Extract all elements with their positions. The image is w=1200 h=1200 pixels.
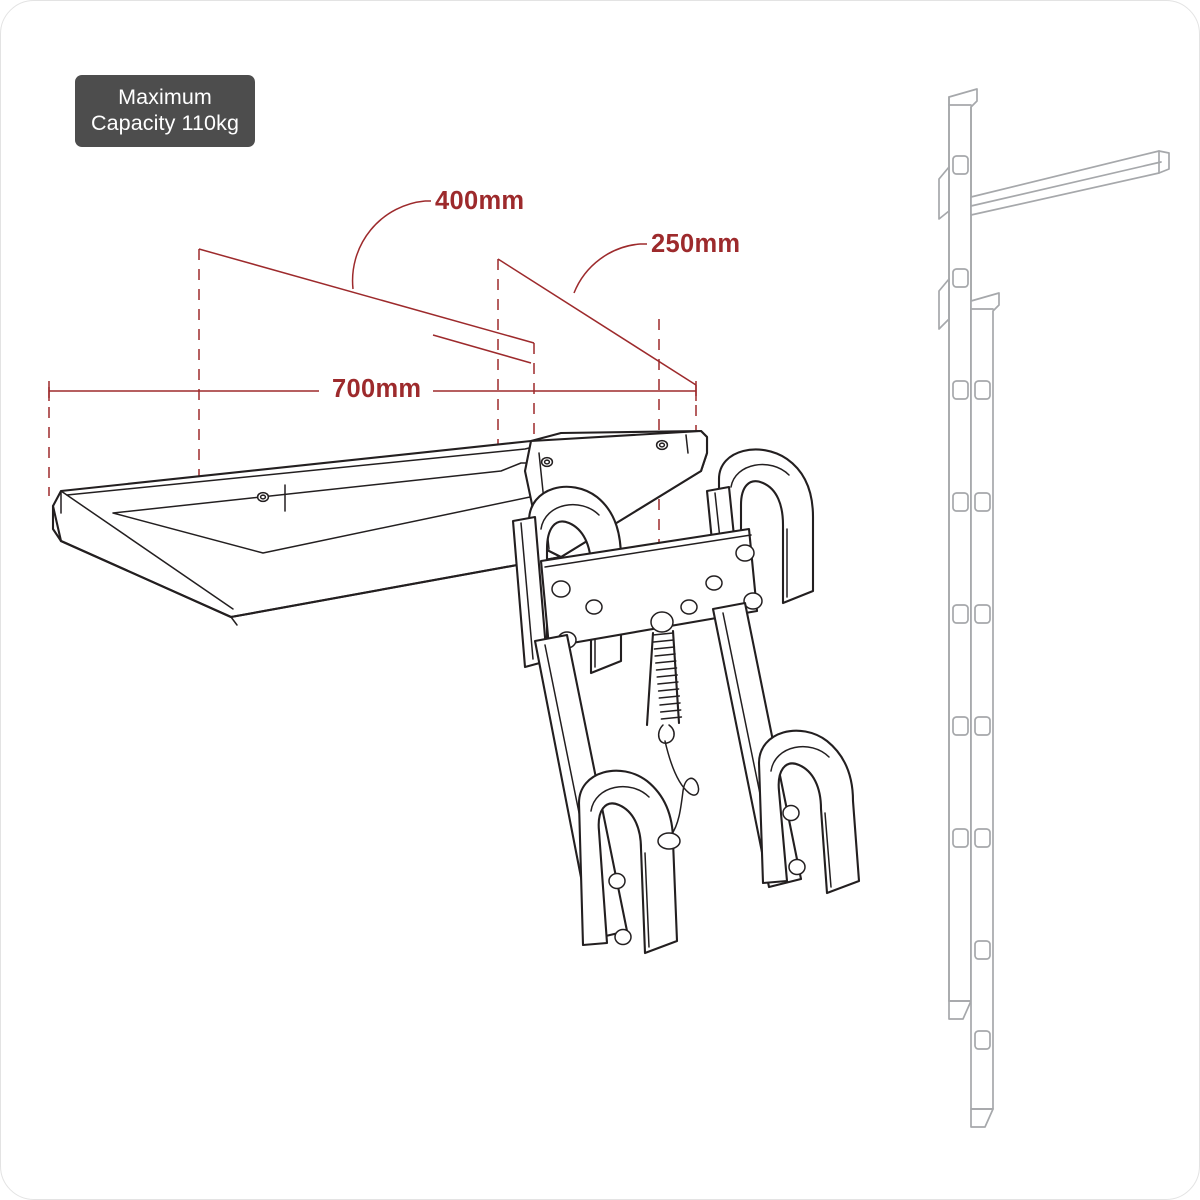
shelf-seam-tick-right: [685, 434, 689, 454]
dimension-label-700mm: 700mm: [323, 375, 431, 404]
rail-slots-front: [974, 380, 991, 1050]
maximum-capacity-badge: Maximum Capacity 110kg: [75, 75, 256, 148]
cross-plate: [539, 527, 759, 649]
tension-spring: [645, 611, 683, 744]
locking-pin: [657, 740, 700, 850]
wall-rail-front: [970, 292, 1000, 1128]
capacity-line-2: Capacity 110kg: [91, 111, 240, 136]
shelf-edge-left: [60, 490, 234, 610]
dimension-lines: [48, 200, 697, 561]
rail-slots-rear: [952, 155, 969, 848]
wall-rail-rear: [938, 88, 978, 1020]
shelf-frame: [51, 429, 709, 626]
shelf-mount-holes: [256, 439, 669, 503]
rail-cross-arm: [970, 150, 1170, 216]
shelf-left-endcap: [51, 504, 63, 543]
hook-upper-right: [717, 448, 815, 605]
dimension-label-400mm: 400mm: [435, 187, 525, 215]
span-line-250-secondary: [432, 334, 532, 364]
leader-arc-400: [351, 200, 426, 290]
span-line-400: [198, 248, 535, 344]
capacity-line-1: Maximum: [118, 85, 212, 109]
shelf-rear-riser: [523, 429, 709, 559]
spring-coils: [652, 632, 683, 720]
hook-lower-right: [757, 729, 861, 895]
leader-arc-250: [573, 243, 641, 294]
span-line-250: [497, 258, 697, 386]
shelf-front-notch: [230, 616, 238, 626]
dimension-label-250mm: 250mm: [651, 230, 741, 258]
wall-rails: [938, 88, 1170, 1128]
hook-assembly: [511, 448, 861, 955]
hook-lower-left: [577, 769, 679, 955]
